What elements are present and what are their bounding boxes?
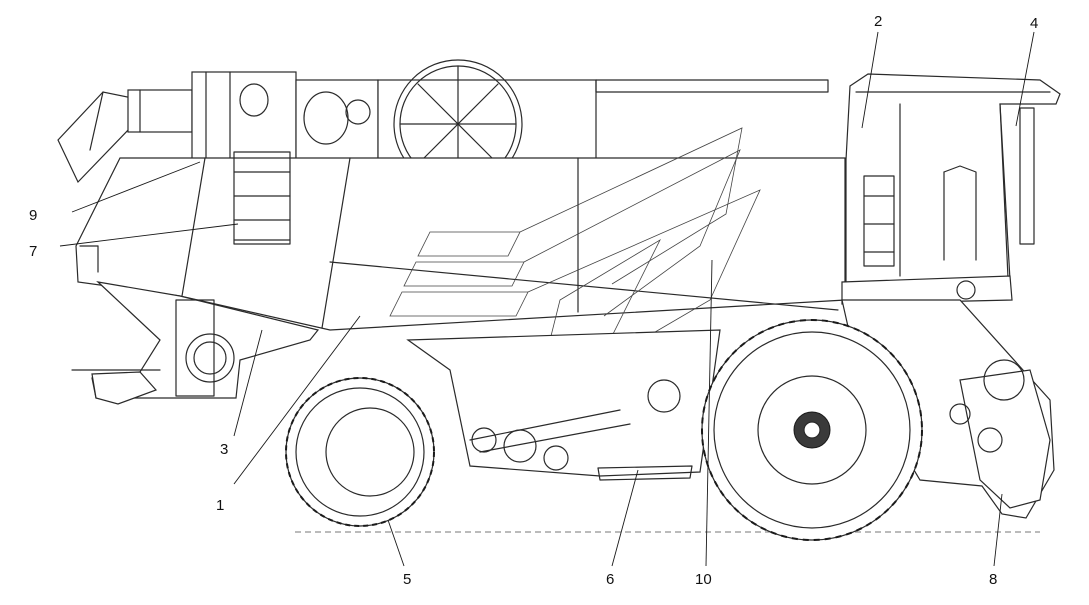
callout-2: 2 xyxy=(874,13,882,30)
callout-9: 9 xyxy=(29,207,37,224)
callout-10: 10 xyxy=(695,571,712,588)
callout-7: 7 xyxy=(29,243,37,260)
unloading-auger xyxy=(57,89,193,184)
callout-8: 8 xyxy=(989,571,997,588)
callout-leaders xyxy=(59,31,1035,567)
callout-1: 1 xyxy=(216,497,224,514)
callout-3: 3 xyxy=(220,441,228,458)
callout-6: 6 xyxy=(606,571,614,588)
operator-cab xyxy=(841,73,1061,305)
callout-4: 4 xyxy=(1030,15,1038,32)
engine-compartment xyxy=(191,59,829,189)
rear-wheel xyxy=(285,377,435,527)
main-body xyxy=(75,151,846,331)
front-wheel xyxy=(701,319,923,541)
lower-frame xyxy=(71,281,1055,519)
callout-5: 5 xyxy=(403,571,411,588)
